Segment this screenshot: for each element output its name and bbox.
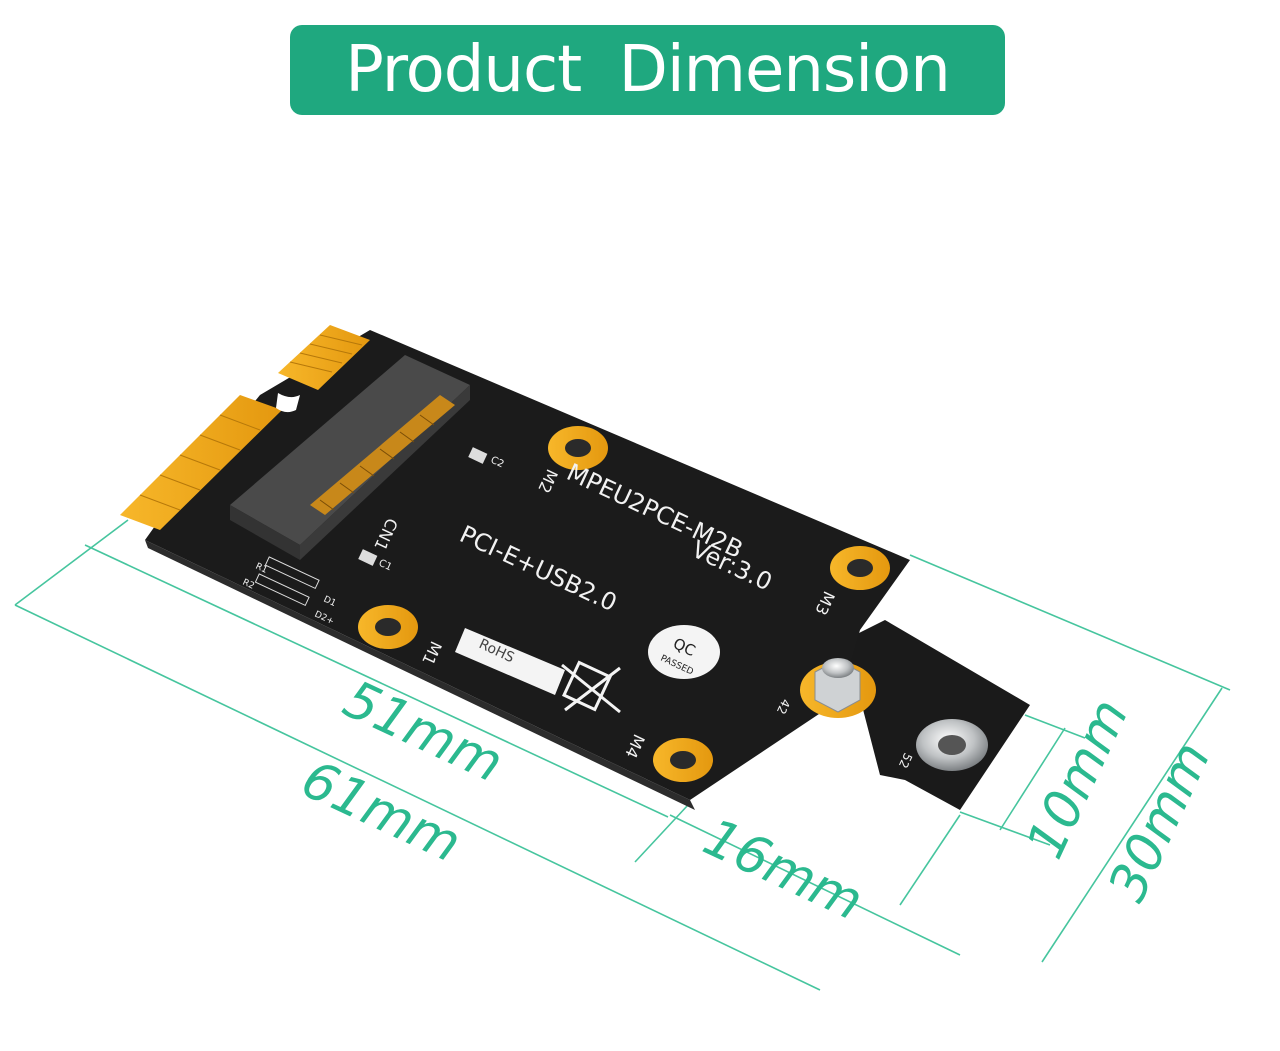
qc-passed-badge [648, 625, 720, 679]
gold-edge-fingers [120, 325, 370, 530]
page-title-banner: Product Dimension [290, 25, 1005, 115]
resistor-array [254, 556, 320, 607]
capacitor-c1 [358, 549, 378, 566]
standoff-52 [916, 719, 988, 771]
weee-bin-icon [561, 660, 621, 714]
m2-slot-connector [230, 355, 470, 560]
standoff-42 [800, 658, 876, 718]
page-title: Product Dimension [345, 33, 951, 107]
resistor-label-r1: R1 [254, 562, 269, 576]
capacitor-label-c1: C1 [377, 558, 394, 574]
dimension-lines [14, 519, 1231, 991]
diode-label-d1: D1 [322, 595, 338, 609]
resistor-label-r2: R2 [241, 578, 256, 592]
capacitor-label-c2: C2 [489, 455, 506, 471]
standoff-label-42: 42 [774, 697, 793, 717]
capacitor-c2 [468, 447, 488, 464]
standoff-label-52: 52 [896, 751, 915, 771]
rohs-label [455, 628, 565, 695]
mount-hole-m3 [830, 546, 890, 590]
mount-hole-m1 [358, 605, 418, 649]
mount-hole-m4 [653, 738, 713, 782]
mount-hole-m2 [548, 426, 608, 470]
dim-tab-length: 16mm [695, 807, 872, 932]
adapter-board [120, 325, 1030, 810]
board-extension-tab [845, 620, 1030, 810]
